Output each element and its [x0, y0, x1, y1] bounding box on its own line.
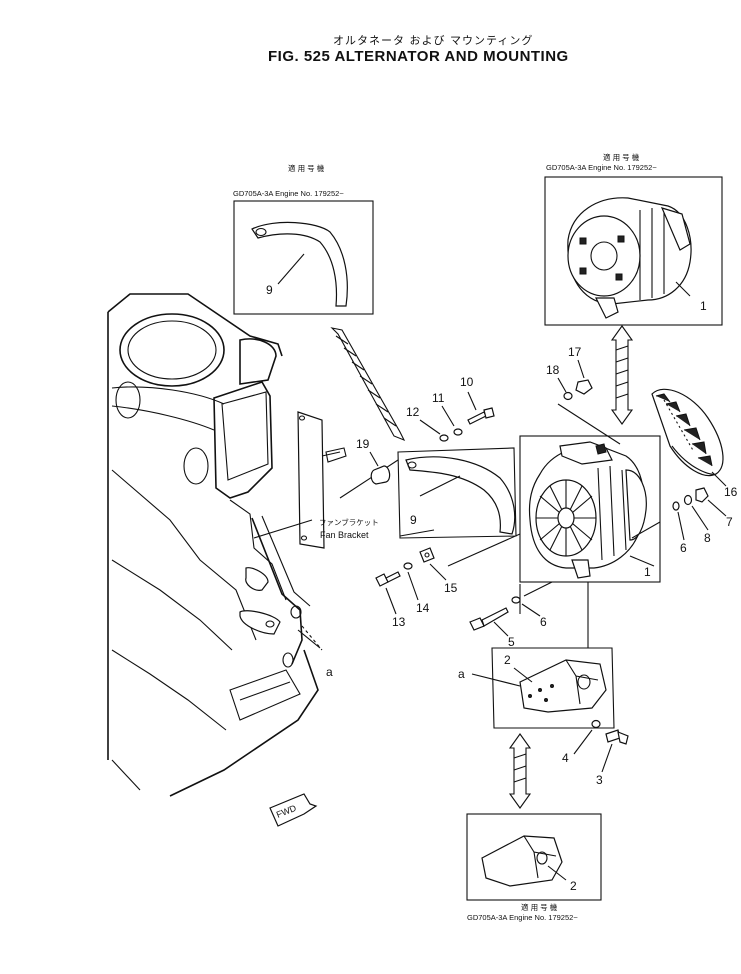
inset-top-left-frame: [233, 200, 374, 315]
callout-16: 16: [724, 485, 738, 499]
inset-bottom-applicable: 適 用 号 機: [521, 902, 558, 912]
fan-bracket-label-jp: ファンブラケット: [319, 517, 379, 527]
spacer-19: 19: [356, 437, 391, 485]
callout-17: 17: [568, 345, 582, 359]
callout-13: 13: [392, 615, 406, 629]
callout-2-bottom: 2: [570, 879, 577, 893]
callout-a-right: a: [458, 667, 465, 681]
figure-title: FIG. 525 ALTERNATOR AND MOUNTING: [268, 48, 569, 65]
callout-18: 18: [546, 363, 560, 377]
inset-top-left: 適 用 号 機 GD705A-3A Engine No. 179252~ 9: [233, 163, 374, 315]
fwd-marker: FWD: [269, 793, 318, 827]
inset-top-right-applicable: 適 用 号 機: [603, 152, 640, 162]
inset-top-right-engine: GD705A-3A Engine No. 179252~: [546, 163, 657, 172]
inset-bottom: 2 適 用 号 機 GD705A-3A Engine No. 179252~: [466, 813, 602, 922]
mount-bracket-mid: 2 a: [458, 647, 615, 729]
callout-5: 5: [508, 635, 515, 649]
arrow-bottom-vertical: [508, 733, 532, 809]
arrow-left-diagonal: [330, 327, 406, 442]
bolt-5-group: 5 6: [469, 581, 553, 649]
callout-12: 12: [406, 405, 420, 419]
nut-17-group: 17 18: [546, 345, 621, 445]
main-alternator: 1: [519, 435, 661, 648]
inset-top-right: 適 用 号 機 GD705A-3A Engine No. 179252~ 1: [544, 152, 723, 326]
callout-1-mid: 1: [644, 565, 651, 579]
callout-15: 15: [444, 581, 458, 595]
callout-10: 10: [460, 375, 474, 389]
callout-7: 7: [726, 515, 733, 529]
fan-bracket-plate: [297, 411, 325, 549]
pulley-nut-group: 6 8 7: [672, 487, 733, 555]
callout-14: 14: [416, 601, 430, 615]
bolt-3-group: 4 3: [562, 719, 629, 787]
callout-19: 19: [356, 437, 370, 451]
callout-9-mid: 9: [410, 513, 417, 527]
callout-1-top: 1: [700, 299, 707, 313]
inset-top-left-engine: GD705A-3A Engine No. 179252~: [233, 189, 344, 198]
callout-6-mid: 6: [540, 615, 547, 629]
arrow-top-right-vertical: [610, 325, 634, 425]
callout-4: 4: [562, 751, 569, 765]
inset-top-right-frame: [544, 176, 723, 326]
callout-8: 8: [704, 531, 711, 545]
adjust-bar-top: [251, 221, 348, 307]
fan-bracket-label: Fan Bracket: [320, 530, 369, 540]
inset-top-left-applicable: 適 用 号 機: [288, 163, 325, 173]
v-belt-16: 16: [651, 388, 738, 499]
callout-11: 11: [432, 391, 445, 405]
callout-2-mid: 2: [504, 653, 511, 667]
bolt-13-group: 13 14 15: [375, 533, 521, 629]
engine-block: a: [107, 293, 333, 797]
callout-9-top: 9: [266, 283, 273, 297]
callout-3: 3: [596, 773, 603, 787]
bolt-10-group: 10 11 12: [406, 375, 495, 442]
title-japanese: オルタネータ および マウンティング: [333, 33, 533, 47]
fan-bracket: ファンブラケット Fan Bracket: [253, 411, 379, 549]
adjust-bar-center: 9: [339, 447, 517, 539]
callout-6-right: 6: [680, 541, 687, 555]
inset-bottom-engine: GD705A-3A Engine No. 179252~: [467, 913, 578, 922]
callout-a-left: a: [326, 665, 333, 679]
